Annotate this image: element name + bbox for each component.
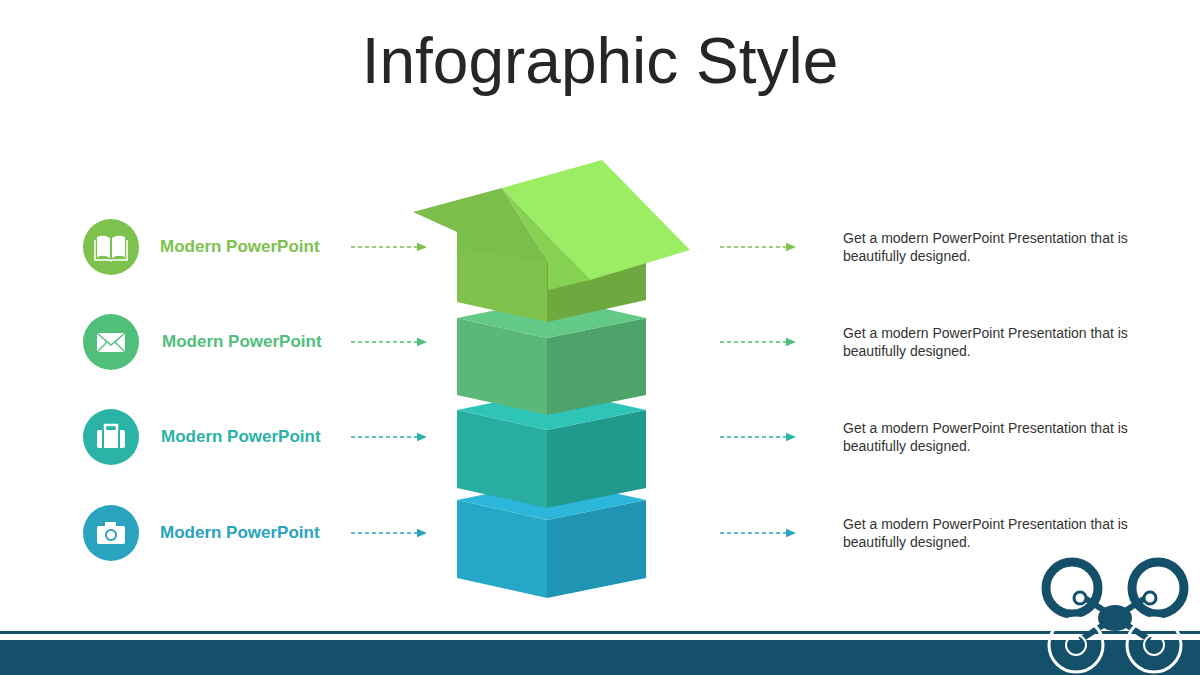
drone-logo <box>1046 562 1184 672</box>
row-description: Get a modern PowerPoint Presentation tha… <box>843 324 1153 360</box>
row-description: Get a modern PowerPoint Presentation tha… <box>843 419 1153 455</box>
row-description: Get a modern PowerPoint Presentation tha… <box>843 229 1153 265</box>
row-label: Modern PowerPoint <box>160 523 320 543</box>
row-label: Modern PowerPoint <box>162 332 322 352</box>
block-stack <box>413 160 690 598</box>
row-label: Modern PowerPoint <box>161 427 321 447</box>
icon-circles <box>83 219 139 561</box>
slide-title: Infographic Style <box>0 26 1200 96</box>
row-description: Get a modern PowerPoint Presentation tha… <box>843 515 1153 551</box>
footer-bar <box>0 631 1200 675</box>
row-label: Modern PowerPoint <box>160 237 320 257</box>
